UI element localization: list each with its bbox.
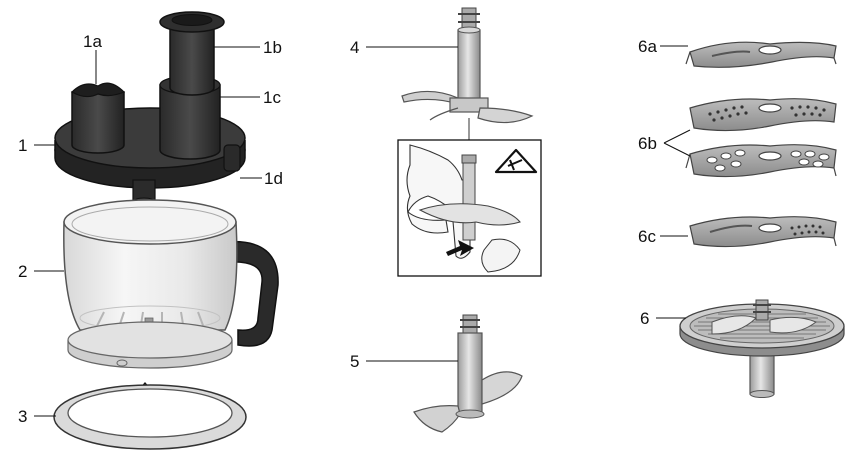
insert-6b-lower (686, 145, 836, 177)
label-1a: 1a (83, 33, 102, 50)
safety-inset (398, 118, 541, 276)
label-2: 2 (18, 263, 27, 280)
label-1d: 1d (264, 170, 283, 187)
label-6c: 6c (638, 228, 656, 245)
anti-slip-ring (54, 385, 246, 449)
label-4: 4 (350, 39, 359, 56)
disc-carrier-6 (680, 300, 844, 398)
blade-5 (414, 315, 522, 432)
label-5: 5 (350, 353, 359, 370)
label-1c: 1c (263, 89, 281, 106)
label-6a: 6a (638, 38, 657, 55)
blade-4 (402, 8, 532, 123)
label-1b: 1b (263, 39, 282, 56)
label-3: 3 (18, 408, 27, 425)
insert-6a (686, 42, 836, 67)
bowl-assembly (64, 200, 278, 368)
label-6: 6 (640, 310, 649, 327)
label-6b: 6b (638, 135, 657, 152)
insert-6c (690, 217, 836, 247)
label-1: 1 (18, 137, 27, 154)
insert-6b-upper (690, 99, 836, 131)
